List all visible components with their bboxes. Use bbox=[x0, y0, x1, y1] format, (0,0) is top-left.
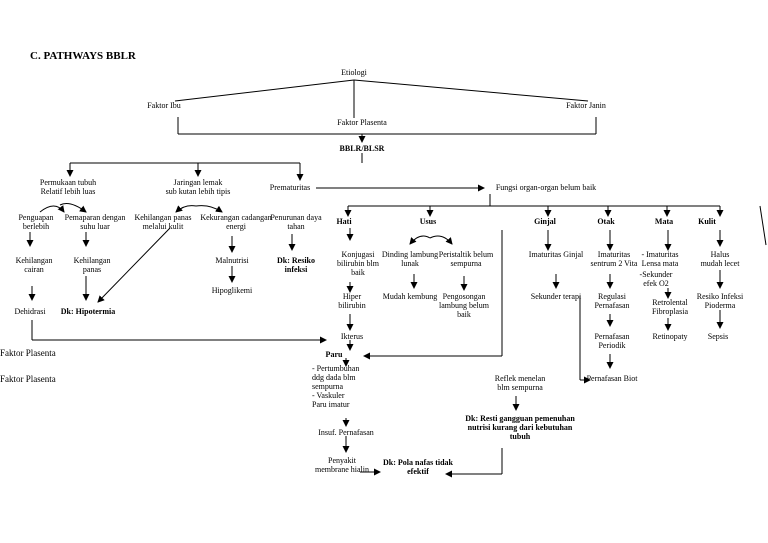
node-ginjal: Ginjal bbox=[534, 217, 556, 226]
node-faktor-plasenta: Faktor Plasenta bbox=[337, 118, 387, 127]
node-faktor-ibu: Faktor Ibu bbox=[147, 101, 181, 110]
node-sepsis: Sepsis bbox=[707, 332, 729, 341]
node-mudah-kembung: Mudah kembung bbox=[382, 292, 438, 301]
side-label-faktor-plasenta-2: Faktor Plasenta bbox=[0, 374, 56, 384]
page-title: C. PATHWAYS BBLR bbox=[30, 50, 136, 62]
node-imaturitas-ginjal: Imaturitas Ginjal bbox=[528, 250, 584, 259]
node-paru: Paru bbox=[325, 350, 343, 359]
node-sekunder-terapi: Sekunder terapi bbox=[530, 292, 582, 301]
node-dk-hipotermia: Dk: Hipotermia bbox=[60, 307, 116, 316]
node-pernafasan-biot: Pernafasan Biot bbox=[586, 374, 638, 383]
node-bblr: BBLR/BLSR bbox=[339, 144, 385, 153]
node-dehidrasi: Dehidrasi bbox=[14, 307, 46, 316]
node-mata: Mata bbox=[654, 217, 674, 226]
node-prematuritas: Prematuritas bbox=[269, 183, 311, 192]
node-ikterus: Ikterus bbox=[340, 332, 364, 341]
node-hipoglikemi: Hipoglikemi bbox=[211, 286, 253, 295]
node-hati: Hati bbox=[336, 217, 352, 226]
node-usus: Usus bbox=[419, 217, 437, 226]
node-retinopaty: Retinopaty bbox=[652, 332, 688, 341]
node-fungsi: Fungsi organ-organ belum baik bbox=[495, 183, 597, 192]
node-faktor-janin: Faktor Janin bbox=[566, 101, 606, 110]
side-label-faktor-plasenta-1: Faktor Plasenta bbox=[0, 348, 56, 358]
node-insuf: Insuf. Pernafasan bbox=[318, 428, 374, 437]
node-etiologi: Etiologi bbox=[341, 68, 367, 77]
node-otak: Otak bbox=[597, 217, 615, 226]
node-kulit: Kulit bbox=[698, 217, 716, 226]
node-malnutrisi: Malnutrisi bbox=[215, 256, 249, 265]
